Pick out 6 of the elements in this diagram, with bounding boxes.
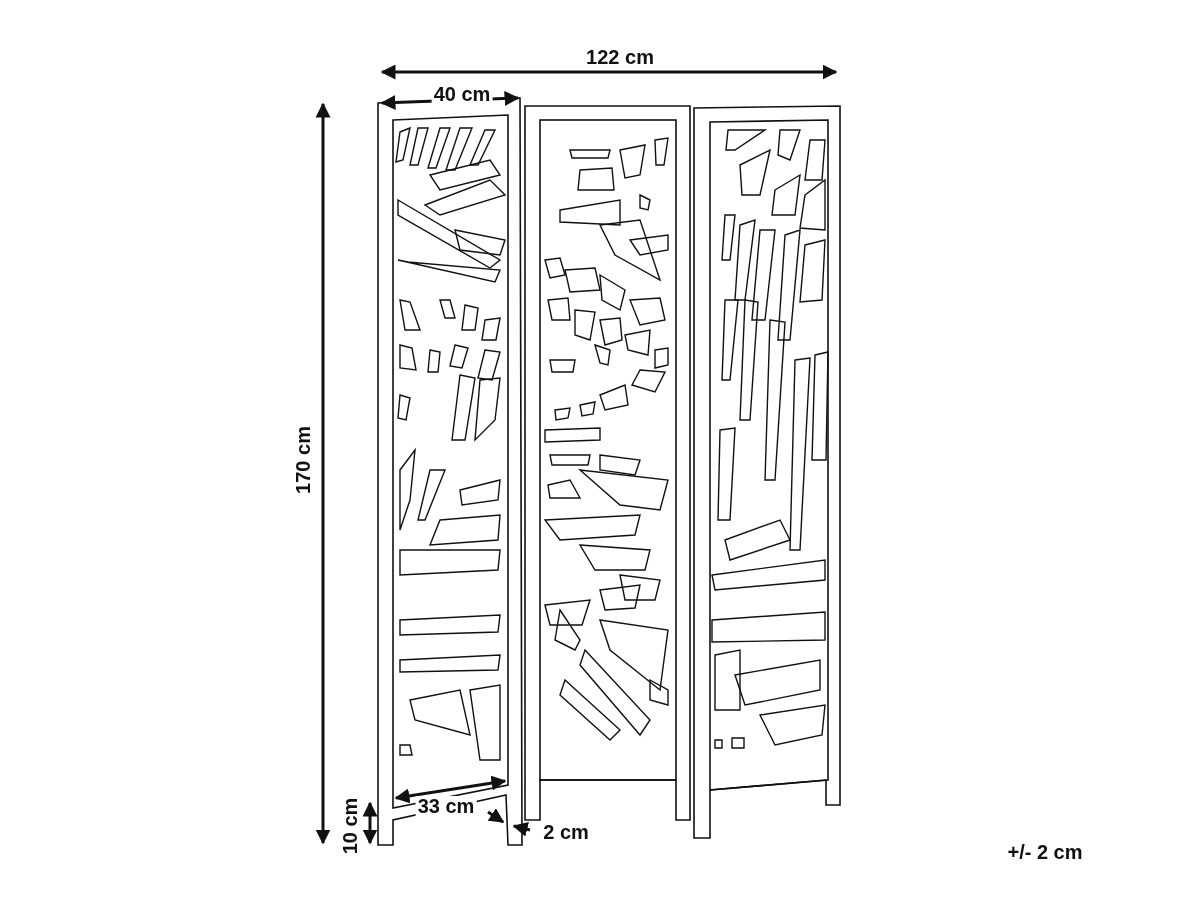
dimension-label: 2 cm [541,822,591,842]
dimension-label: 170 cm [293,424,313,496]
dimension-label: 122 cm [584,47,656,67]
dimension-label: 40 cm [431,84,493,104]
dimension-label: 33 cm [415,796,477,816]
dimension-label: +/- 2 cm [1005,842,1085,862]
